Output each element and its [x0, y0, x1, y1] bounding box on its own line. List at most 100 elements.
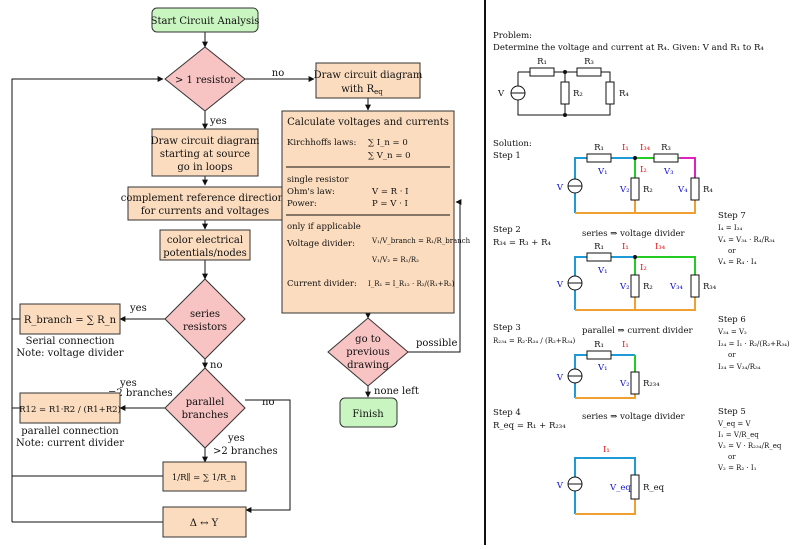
s2-i34: I₃₄ [655, 242, 666, 252]
draw-req-line1: Draw circuit diagram [314, 70, 423, 81]
s1-v3: V₃ [663, 167, 674, 177]
s4-i1: I₁ [603, 445, 610, 455]
flow-connectors [11, 32, 462, 523]
s3-v1: V₁ [597, 363, 608, 373]
color-line2: potentials/nodes [163, 248, 247, 259]
decision-label: > 1 resistor [175, 75, 235, 86]
complement-line1: complement reference directions [121, 193, 290, 204]
problem-circuit: R₁ R₃ R₂ R₄ V [497, 57, 629, 117]
step6-line2: I₃₄ = I₁ · R₂/(R₂+R₃₄) [718, 340, 790, 348]
start-node [151, 7, 259, 33]
step5-line3: V₂ = V · R₂₃₄/R_eq [717, 442, 782, 450]
r-branch-box [19, 303, 121, 335]
s2-i2: I₂ [640, 263, 647, 273]
step4-label: Step 4 [493, 408, 521, 418]
s2-r34: R₃₄ [703, 282, 717, 292]
parallel-label-2: branches [182, 410, 229, 421]
decision-series-resistors [164, 278, 246, 360]
draw-source-line2: starting at source [160, 149, 250, 160]
edge-no-label: no [272, 68, 284, 79]
none-left-label: none left [374, 386, 419, 397]
step7-line2: V₄ = V₃₄ · R₄/R₃₄ [717, 236, 775, 244]
s1-r3: R₃ [661, 143, 671, 153]
problem-text: Determine the voltage and current at R₄.… [493, 43, 764, 53]
step3-label: Step 3 [493, 323, 521, 333]
step4-eq: R_eq = R₁ + R₂₃₄ [493, 421, 566, 431]
step4-circuit: I₁ V V_eq R_eq [556, 445, 665, 515]
parallel-yes-b-label: yes [227, 433, 245, 444]
calc-title: Calculate voltages and currents [287, 117, 449, 128]
s3-r1: R₁ [594, 340, 604, 350]
s3-i1: I₁ [622, 340, 629, 350]
parallel-label-1: parallel [186, 397, 225, 408]
step4-note: series ⇒ voltage divider [582, 412, 686, 422]
single-resistor-label: single resistor [287, 175, 350, 185]
draw-source-line3: go in loops [177, 162, 232, 173]
draw-req-box [315, 62, 421, 99]
step6-label: Step 6 [718, 315, 746, 325]
s1-r4: R₄ [703, 185, 713, 195]
parallel-no-label: no [262, 397, 274, 408]
prev-label-3: drawing [347, 360, 389, 371]
eq-2-branches-label: =2 branches [108, 388, 173, 399]
s3-v: V [556, 373, 564, 383]
s4-v: V [556, 481, 564, 491]
step7-line1: I₄ = I₃₄ [718, 224, 742, 232]
p-v-label: V [497, 89, 505, 99]
delta-y-box [162, 506, 247, 538]
s1-v: V [556, 183, 564, 193]
s4-req: R_eq [643, 483, 665, 493]
s1-r2: R₂ [643, 185, 653, 195]
r12-box [19, 392, 121, 424]
ohm-label: Ohm's law: [287, 187, 335, 197]
step6-or: or [728, 351, 736, 359]
s2-v: V [556, 280, 564, 290]
voltage-divider-label: Voltage divider: [286, 239, 355, 249]
complement-line2: for currents and voltages [141, 206, 269, 217]
series-yes-label: yes [129, 303, 147, 314]
step6-block: Step 6 V₃₄ = V₂ I₃₄ = I₁ · R₂/(R₂+R₃₄) o… [717, 315, 790, 371]
step7-or: or [728, 247, 736, 255]
finish-label: Finish [352, 409, 384, 420]
s1-v1: V₁ [597, 167, 608, 177]
s2-i1: I₁ [622, 242, 629, 252]
s2-r1: R₁ [594, 242, 604, 252]
step2-circuit: R₁ I₁ I₃₄ I₂ V₁ V V₂ R₂ V₃₄ R₃₄ [556, 242, 717, 311]
p-r2-label: R₂ [573, 89, 583, 99]
power-label: Power: [287, 199, 317, 209]
complement-box [127, 186, 283, 221]
r12-formula: R12 = R1·R2 / (R1+R2) [19, 404, 121, 415]
current-divider-label: Current divider: [287, 279, 357, 289]
step2-label: Step 2 [493, 225, 521, 235]
p-r3-label: R₃ [584, 57, 594, 67]
s1-v4: V₄ [677, 185, 688, 195]
color-box [159, 229, 251, 261]
draw-req-line2: with Req [341, 84, 383, 96]
step3-circuit: R₁ I₁ V₁ V V₂ R₂₃₄ [556, 340, 660, 399]
parallel-note-2: Note: current divider [16, 438, 124, 449]
solution-heading: Solution: [493, 139, 532, 149]
decision-previous-drawing [327, 317, 409, 387]
s1-i1: I₁ [622, 143, 629, 153]
reciprocal-box [162, 461, 247, 492]
series-label-2: resistors [183, 322, 227, 333]
kirchhoff-voltage: ∑ V_n = 0 [368, 151, 411, 161]
s3-r234: R₂₃₄ [643, 379, 660, 389]
gt-2-branches-label: >2 branches [213, 446, 278, 457]
step7-line3: V₄ = R₄ · I₄ [717, 258, 757, 266]
kirchhoff-current: ∑ I_n = 0 [368, 138, 408, 148]
calculate-box [281, 110, 455, 314]
s1-i34: I₃₄ [640, 143, 651, 153]
prev-label-1: go to [355, 334, 381, 345]
series-no-label: no [210, 360, 222, 371]
step5-or: or [728, 453, 736, 461]
step7-label: Step 7 [718, 211, 746, 221]
step6-line1: V₃₄ = V₂ [717, 328, 747, 336]
step5-line1: V_eq = V [717, 420, 751, 428]
kirchhoff-label: Kirchhoffs laws: [287, 138, 356, 148]
vdiv-eq-2: V₁/V₂ = R₁/R₂ [371, 256, 419, 264]
only-if-label: only if applicable [287, 222, 361, 232]
step3-note: parallel ⇒ current divider [582, 326, 693, 336]
delta-y-label: Δ ↔ Y [190, 518, 219, 529]
